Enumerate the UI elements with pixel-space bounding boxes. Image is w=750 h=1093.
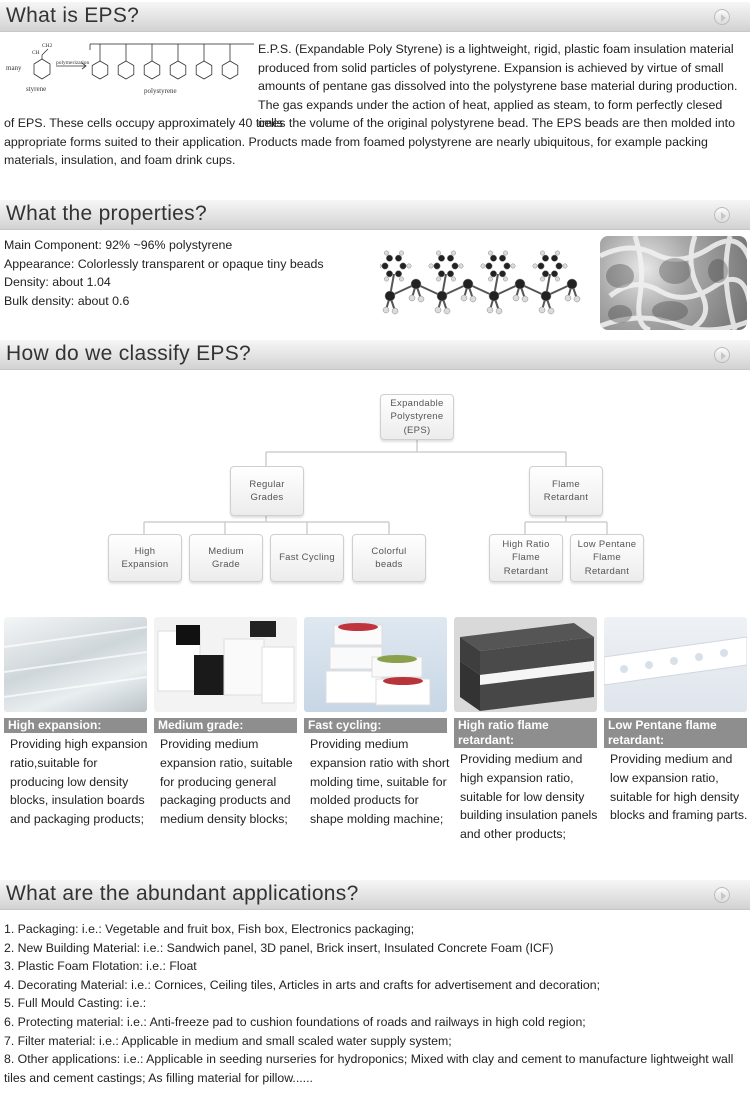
ch2-label: CH2 [42,43,53,49]
card-description: Providing medium and high expansion rati… [460,752,598,842]
application-item: 4. Decorating Material: i.e.: Cornices, … [4,977,600,992]
section-title: What are the abundant applications? [6,882,359,905]
application-item: 8. Other applications: i.e.: Applicable … [4,1052,734,1085]
eps-packaging-image [154,617,297,712]
play-icon[interactable] [714,207,730,223]
section-header-classify: How do we classify EPS? [0,340,750,370]
foam-structure-image [600,236,747,330]
section-title: What is EPS? [6,4,140,27]
benzene-ring-icon [221,60,239,80]
benzene-ring-icon [117,60,135,80]
play-icon[interactable] [714,9,730,25]
property-item: Appearance: Colorlessly transparent or o… [4,256,324,271]
product-card-fast-cycling: Fast cycling: Providing medium expansion… [304,617,450,829]
section-title: How do we classify EPS? [6,342,251,365]
card-caption: Medium grade: [154,718,297,733]
benzene-ring-icon [91,60,109,80]
application-item: 7. Filter material: i.e.: Applicable in … [4,1033,452,1048]
property-item: Main Component: 92% ~96% polystyrene [4,238,233,252]
ch-label: CH [32,50,40,56]
arrow-label: polymerization [56,60,90,66]
product-card-low-pentane-flame: Low Pentane flame retardant: Providing m… [604,617,750,825]
section-header-what-is: What is EPS? [0,2,750,32]
benzene-ring-icon [169,60,187,80]
card-caption: High expansion: [4,718,147,733]
card-caption: Fast cycling: [304,718,447,733]
play-icon[interactable] [714,887,730,903]
benzene-ring-icon [143,60,161,80]
benzene-ring-icon [195,60,213,80]
polymerization-diagram: many styrene polystyrene polymerization … [6,43,254,95]
styrene-label: styrene [26,85,46,93]
application-item: 5. Full Mould Casting: i.e.: [4,996,147,1011]
intro-paragraph-b: of EPS. These cells occupy approximately… [4,116,736,168]
card-description: Providing medium expansion ratio, suitab… [160,737,293,827]
card-caption: Low Pentane flame retardant: [604,718,747,748]
tree-node-fast-cycling: Fast Cycling [270,534,344,582]
application-item: 1. Packaging: i.e.: Vegetable and fruit … [4,922,415,936]
property-item: Density: about 1.04 [4,275,111,290]
eps-board-image [4,617,147,712]
polystyrene-label: polystyrene [144,87,177,95]
application-item: 6. Protecting material: i.e.: Anti-freez… [4,1014,586,1029]
play-icon[interactable] [714,347,730,363]
card-caption: High ratio flame retardant: [454,718,597,748]
section-header-applications: What are the abundant applications? [0,880,750,910]
card-description: Providing medium expansion ratio with sh… [310,737,450,827]
many-label: many [6,64,22,72]
product-card-high-expansion: High expansion: Providing high expansion… [4,617,150,829]
card-description: Providing high expansion ratio,suitable … [10,737,148,827]
section-header-properties: What the properties? [0,200,750,230]
property-item: Bulk density: about 0.6 [4,294,130,309]
properties-list: Main Component: 92% ~96% polystyrene App… [4,236,384,311]
application-item: 3. Plastic Foam Flotation: i.e.: Float [4,959,197,974]
application-item: 2. New Building Material: i.e.: Sandwich… [4,940,554,955]
eps-sandwich-panel-image [454,617,597,712]
section-title: What the properties? [6,202,207,225]
benzene-ring-icon [33,58,51,80]
molecule-model-image [380,250,581,315]
product-card-high-ratio-flame: High ratio flame retardant: Providing me… [454,617,600,844]
eps-fruit-box-image [304,617,447,712]
intro-paragraph-a: E.P.S. (Expandable Poly Styrene) is a li… [258,42,738,131]
classification-connectors [143,440,608,534]
eps-cornice-image [604,617,747,712]
applications-list: 1. Packaging: i.e.: Vegetable and fruit … [4,920,748,1087]
card-description: Providing medium and low expansion ratio… [610,752,748,823]
product-card-medium-grade: Medium grade: Providing medium expansion… [154,617,300,829]
